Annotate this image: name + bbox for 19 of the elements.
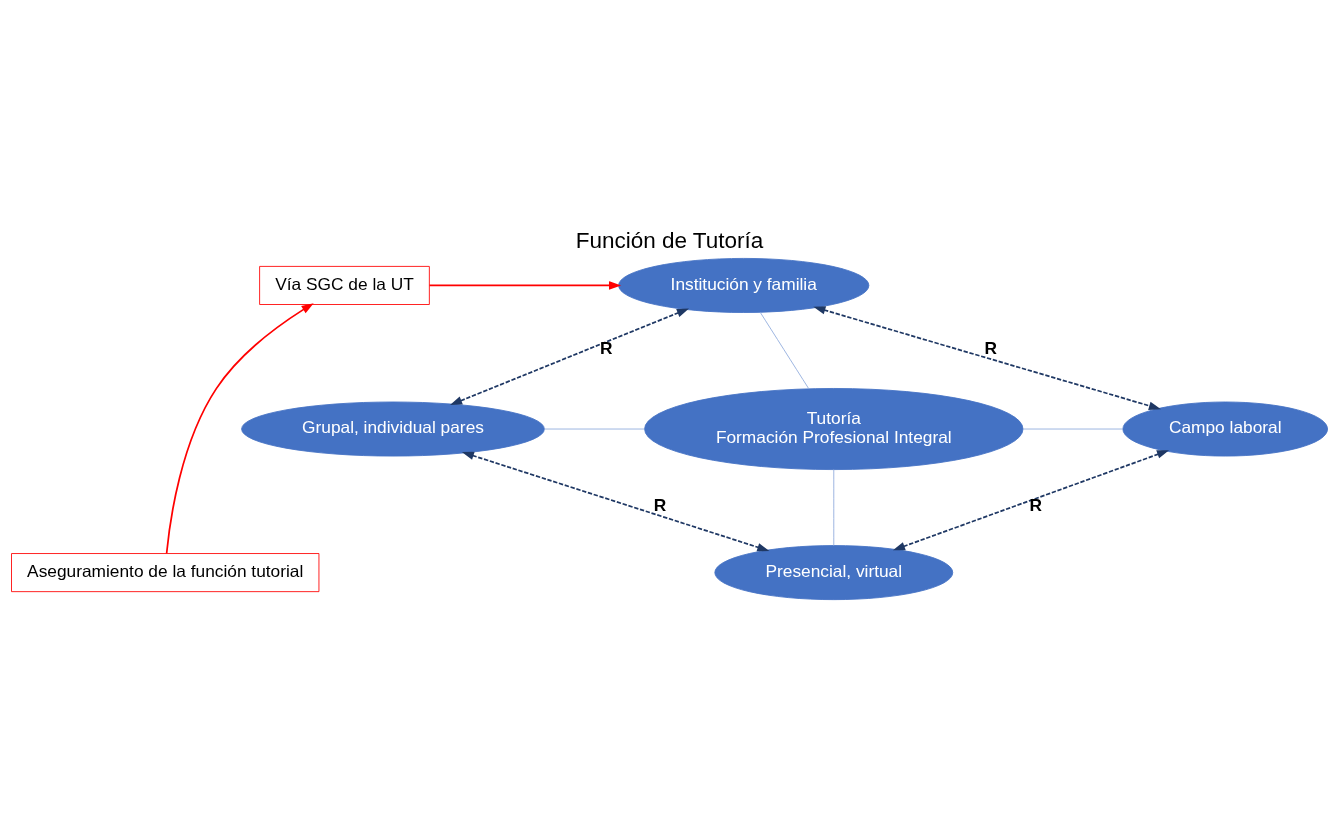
edge-label: R [599,337,613,358]
arrow [428,281,622,290]
diagram-title: Función de Tutoría [575,227,764,253]
edge-label: R [1029,495,1043,515]
node-box: Aseguramiento de la función tutorial [11,553,320,593]
edge-label: R [653,495,667,515]
node-box: Vía SGC de la UT [259,265,430,305]
node-ellipse: Tutoría Formación Profesional Integral [644,388,1024,471]
arrow [461,451,770,552]
edge-label: R [984,337,997,358]
arrow [165,303,314,555]
connector [759,311,810,390]
node-ellipse: Grupal, individual pares [241,401,545,457]
connector [544,428,645,430]
arrow [813,306,1161,410]
arrow [450,308,689,406]
connector [1022,428,1124,430]
connector [833,469,835,546]
arrow [892,450,1170,551]
